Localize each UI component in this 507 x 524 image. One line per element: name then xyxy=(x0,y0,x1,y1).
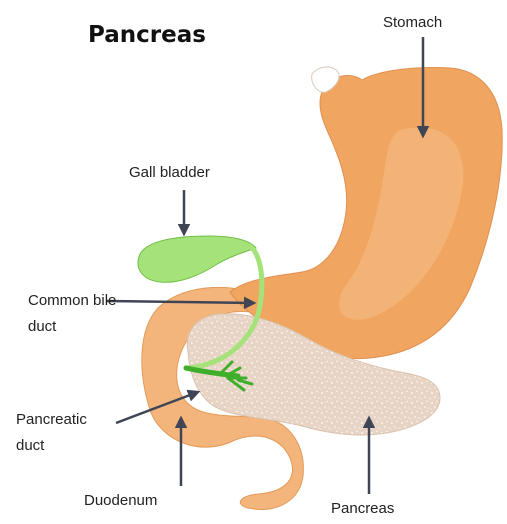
label-common-bile-duct: Common bile duct xyxy=(28,288,116,340)
label-pancreas: Pancreas xyxy=(331,496,394,522)
label-duodenum: Duodenum xyxy=(84,488,157,514)
gall-bladder-shape xyxy=(138,236,256,282)
label-pancreatic-duct: Pancreatic duct xyxy=(16,407,87,459)
label-pancreatic-duct-line-2: duct xyxy=(16,433,87,459)
label-pancreatic-duct-line-1: Pancreatic xyxy=(16,407,87,433)
label-gall-bladder: Gall bladder xyxy=(129,160,210,186)
label-common-bile-duct-line-2: duct xyxy=(28,314,116,340)
label-stomach: Stomach xyxy=(383,10,442,36)
label-common-bile-duct-line-1: Common bile xyxy=(28,288,116,314)
